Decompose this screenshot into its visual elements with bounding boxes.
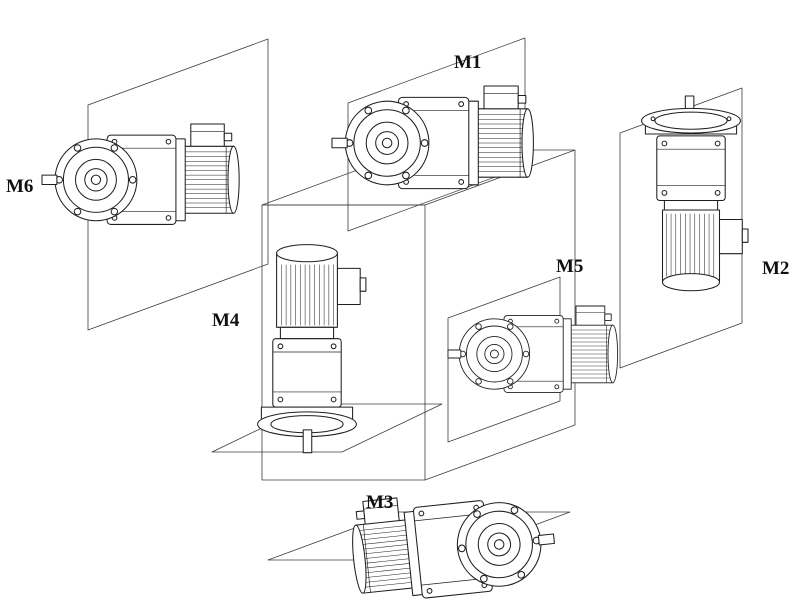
gearmotor-m6 — [41, 123, 240, 225]
label-m5: M5 — [556, 256, 583, 277]
gearmotor-m2 — [641, 95, 749, 292]
mounting-plane-m6 — [87, 38, 269, 331]
label-m2: M2 — [762, 258, 789, 279]
mounting-plane-m5 — [447, 276, 561, 443]
label-m4: M4 — [212, 310, 240, 331]
gearmotor-m5 — [447, 305, 619, 393]
mounting-plane-m2 — [619, 87, 743, 369]
label-m3: M3 — [366, 492, 393, 513]
position-labels: M1 M2 M3 M4 M5 M6 — [6, 52, 789, 513]
gearmotor-m1 — [331, 85, 534, 190]
label-m1: M1 — [454, 52, 481, 73]
label-m6: M6 — [6, 176, 33, 197]
cube-right-face — [424, 150, 576, 481]
gearmotor-m4 — [257, 244, 367, 454]
